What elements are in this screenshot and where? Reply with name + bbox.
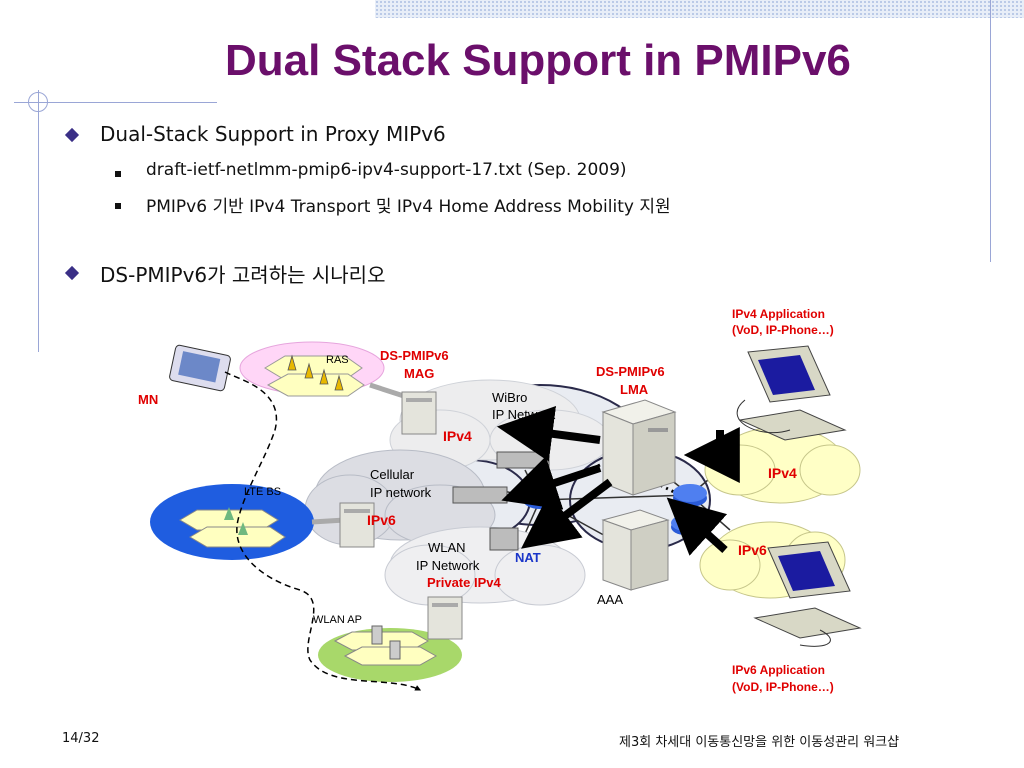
ipv6-app-label-line1: IPv6 Application [732,663,825,677]
slide-title: Dual Stack Support in PMIPv6 [225,36,851,85]
aaa-server-icon [601,509,670,591]
wlan-label-line1: WLAN [428,540,466,555]
mag-server-icon [339,502,375,548]
mobility-path [224,371,422,691]
wlan-label-line2: IP Network [416,558,480,573]
ipv4-app-label-line2: (VoD, IP-Phone…) [732,323,834,337]
wibro-label-line2: IP Network [492,407,556,422]
tunnel-arrows [496,406,740,556]
lte-hexagon [189,526,286,548]
ipv4-app-label-line1: IPv4 Application [732,307,825,321]
antenna-icon [224,507,248,535]
horizontal-accent-line [14,102,217,103]
bullet-square-icon [115,171,121,177]
cellular-label-line1: Cellular [370,467,415,482]
nat-label: NAT [515,550,541,565]
nat-device-icon [489,527,519,551]
wlan-ap-label: WLAN AP [313,614,362,626]
ipv6-cloud-label: IPv6 [738,542,767,558]
bullet-2: DS-PMIPv6가 고려하는 시나리오 [100,263,386,287]
wibro-ip-label: IPv4 [443,428,472,444]
footer-event: 제3회 차세대 이동통신망을 위한 이동성관리 워크샵 [619,735,900,750]
lma-label-line2: LMA [620,382,649,397]
ipv4-cloud-label: IPv4 [768,465,797,481]
wibro-label-line1: WiBro [492,390,528,405]
wlan-cloud [384,526,586,606]
bullet-1: Dual-Stack Support in Proxy MIPv6 [100,122,446,146]
right-vertical-line [990,0,991,262]
cellular-ip-label: IPv6 [367,512,396,528]
bullet-square-icon [115,203,121,209]
rack-device-icon [452,486,508,504]
mag-label-line1: DS-PMIPv6 [380,348,449,363]
rack-device-icon [496,451,550,469]
antenna-icon [287,354,344,391]
computer-icon [736,345,847,441]
mag-server-icon [401,391,437,435]
mag-label-line2: MAG [404,366,435,381]
computer-icon [753,541,862,647]
access-point-icon [389,640,401,660]
mobile-node-icon [169,344,231,392]
page-number: 14/32 [62,731,100,746]
lte-bs-label: LTE BS [244,486,282,498]
ipv6-app-label-line2: (VoD, IP-Phone…) [732,680,834,694]
sub-bullet-2: PMIPv6 기반 IPv4 Transport 및 IPv4 Home Add… [146,197,671,217]
lma-label-line1: DS-PMIPv6 [596,364,665,379]
mn-label: MN [138,392,159,407]
wlan-ip-label: Private IPv4 [427,575,501,590]
lma-server-icon [601,399,677,496]
ras-hexagon [266,373,365,397]
cellular-label-line2: IP network [370,485,432,500]
left-vertical-line [38,90,39,352]
ras-label: RAS [326,354,349,366]
access-point-icon [371,625,383,645]
mag-server-icon [427,596,463,640]
sub-bullet-1: draft-ietf-netlmm-pmip6-ipv4-support-17.… [146,160,627,180]
header-pattern [375,0,1024,18]
aaa-label: AAA [597,592,624,607]
crosshair-circle [28,92,48,112]
